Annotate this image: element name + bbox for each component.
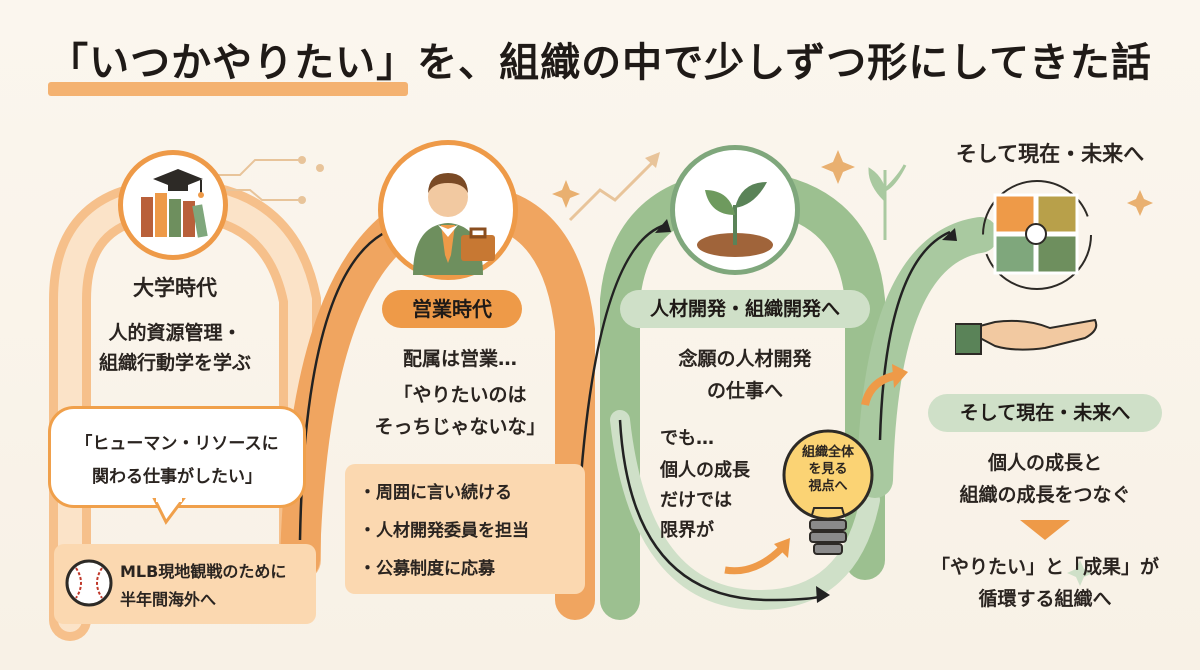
stage4-top-label: そして現在・未来へ xyxy=(955,142,1145,166)
orange-arrow-up xyxy=(861,364,908,406)
stage4-heading: そして現在・未来へ xyxy=(928,394,1162,432)
sparkle-3 xyxy=(1127,190,1153,216)
arrow-stage3-loop xyxy=(618,419,826,602)
bulb-label: 組織全体 を見る 視点へ xyxy=(790,444,866,495)
stage2-line1: 配属は営業… xyxy=(402,348,517,370)
stage4-result-line1: 「やりたい」と「成果」が xyxy=(930,556,1159,578)
stage2-line3: そっちじゃないな」 xyxy=(374,416,546,438)
stage4-line1: 個人の成長と xyxy=(987,452,1102,474)
stage1-icon xyxy=(118,150,228,260)
arrow-head-3 xyxy=(816,586,830,603)
orange-arrow-to-bulb xyxy=(724,538,790,575)
stage2-bullet-box: ・周囲に言い続ける ・人材開発委員を担当 ・公募制度に応募 xyxy=(345,464,585,594)
stage3-icon xyxy=(670,145,800,275)
open-hand-icon xyxy=(955,318,1098,355)
sparkle-2 xyxy=(821,150,855,184)
stage2-line2: 「やりたいのは xyxy=(393,384,527,406)
leaf-decoration xyxy=(868,164,907,240)
stage3-but-line3: だけでは xyxy=(660,490,732,511)
stage1-quote-line2: 関わる仕事がしたい」 xyxy=(92,467,262,487)
trend-line xyxy=(568,158,657,222)
stage1-quote-line1: 「ヒューマン・リソースに xyxy=(75,434,279,454)
bulb-line3: 視点へ xyxy=(808,479,848,494)
stage4-track xyxy=(857,217,998,498)
stage3-but-line4: 限界が xyxy=(660,520,714,541)
stage4-result-line2: 循環する組織へ xyxy=(978,588,1112,610)
stage1-heading: 大学時代 xyxy=(133,276,217,300)
sprout-icon xyxy=(697,182,773,257)
stage3-line2: の仕事へ xyxy=(706,380,783,402)
arrow-head-2 xyxy=(655,219,671,233)
puzzle-hand-icon xyxy=(982,180,1092,290)
lightbulb-icon xyxy=(782,429,874,555)
stage3-line1: 念願の人材開発 xyxy=(678,348,812,370)
stage3-but-line2: 個人の成長 xyxy=(660,460,750,481)
title-underline xyxy=(48,82,408,96)
businessperson-briefcase-icon xyxy=(413,173,495,275)
page-title: 「いつかやりたい」を、組織の中で少しずつ形にしてきた話 xyxy=(48,40,1152,86)
trend-arrow-head xyxy=(645,152,660,168)
stage1-note-line1: MLB現地観戦のために xyxy=(120,562,287,581)
bulb-line2: を見る xyxy=(808,462,848,477)
arrow-stage3-to-4 xyxy=(878,230,951,441)
stage2-heading: 営業時代 xyxy=(382,290,522,328)
stage3-heading: 人材開発・組織開発へ xyxy=(620,290,870,328)
stage3-but-line1: でも… xyxy=(660,428,714,449)
bubble-tail xyxy=(152,498,186,525)
stage1-line2: 組織行動学を学ぶ xyxy=(98,352,251,374)
stage2-bullet-2: ・人材開発委員を担当 xyxy=(359,521,529,541)
stage2-icon xyxy=(378,140,518,280)
stage4-line2: 組織の成長をつなぐ xyxy=(959,484,1131,506)
bulb-line1: 組織全体 xyxy=(801,445,854,460)
sparkle-1 xyxy=(552,180,580,208)
stage1-note-line2: 半年間海外へ xyxy=(120,590,217,609)
stage1-line1: 人的資源管理・ xyxy=(108,322,242,344)
down-arrow-icon xyxy=(1020,520,1070,540)
arrow-head-4 xyxy=(942,228,957,241)
graduation-cap-books-icon xyxy=(141,169,208,238)
circuit-lines xyxy=(210,159,300,201)
stage2-bullet-3: ・公募制度に応募 xyxy=(359,559,495,579)
stage1-quote-bubble: 「ヒューマン・リソースに 関わる仕事がしたい」 xyxy=(48,406,306,508)
stage2-bullet-1: ・周囲に言い続ける xyxy=(359,483,512,503)
baseball-icon xyxy=(65,559,113,607)
sparkle-4 xyxy=(1067,560,1093,586)
stage1-note-box: MLB現地観戦のために 半年間海外へ xyxy=(54,544,316,624)
